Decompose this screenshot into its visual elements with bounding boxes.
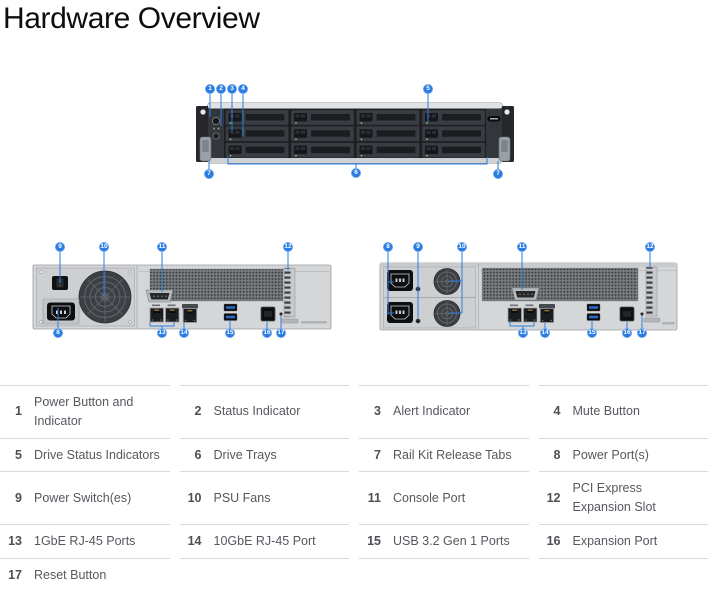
callout-badge: 1 xyxy=(205,84,215,94)
rear-view-single-psu-illustration xyxy=(32,264,332,330)
legend-number: 9 xyxy=(15,490,22,505)
legend-cell: 10 PSU Fans xyxy=(179,471,349,524)
legend-cell xyxy=(179,557,349,592)
legend-number: 14 xyxy=(187,533,202,548)
legend-cell: 17 Reset Button xyxy=(0,557,170,592)
callout-badge: 4 xyxy=(238,84,248,94)
callout-badge: 5 xyxy=(423,84,433,94)
psu-fan-icon xyxy=(78,270,132,324)
legend-label: Rail Kit Release Tabs xyxy=(393,447,512,462)
pcie-slot-icon xyxy=(643,266,661,323)
legend-number: 10 xyxy=(187,490,202,505)
power-button-icon xyxy=(211,116,221,126)
callout-badge: 6 xyxy=(351,168,361,178)
legend-label: Power Port(s) xyxy=(572,447,649,462)
power-switch-icon xyxy=(52,276,68,290)
legend-cell xyxy=(538,557,708,592)
legend-label: Console Port xyxy=(393,490,466,505)
legend-number: 7 xyxy=(374,447,381,462)
legend-table: 1 Power Button and Indicator 2 Status In… xyxy=(0,385,708,591)
tengbe-rj45-port-icon xyxy=(182,304,198,323)
legend-cell xyxy=(359,557,529,592)
legend-cell: 14 10GbE RJ-45 Port xyxy=(179,523,349,558)
callout-badge: 9 xyxy=(413,242,423,252)
callout-badge: 11 xyxy=(157,242,167,252)
callout-badge: 8 xyxy=(383,242,393,252)
console-port-icon xyxy=(511,287,540,301)
legend-label: Expansion Port xyxy=(572,533,658,548)
legend-cell: 11 Console Port xyxy=(359,471,529,524)
legend-number: 8 xyxy=(553,447,561,462)
legend-label: Drive Status Indicators xyxy=(34,447,160,462)
legend-cell: 7 Rail Kit Release Tabs xyxy=(359,437,529,472)
legend-cell: 3 Alert Indicator xyxy=(359,385,529,438)
legend-number: 13 xyxy=(8,533,22,548)
legend-number: 2 xyxy=(194,404,202,419)
legend-cell: 1 Power Button and Indicator xyxy=(0,385,170,438)
legend-number: 17 xyxy=(8,567,22,582)
legend-label: Reset Button xyxy=(34,567,107,582)
page-title: Hardware Overview xyxy=(3,2,260,35)
legend-cell: 9 Power Switch(es) xyxy=(0,471,170,524)
callout-badge: 9 xyxy=(55,242,65,252)
legend-number: 12 xyxy=(546,490,561,505)
pcie-slot-icon xyxy=(281,267,299,324)
expansion-port-icon xyxy=(260,306,276,322)
alert-indicator-icon xyxy=(217,127,220,130)
legend-label: Power Switch(es) xyxy=(34,490,132,505)
callout-badge: 3 xyxy=(227,84,237,94)
callout-badge: 12 xyxy=(645,242,655,252)
legend-label: PSU Fans xyxy=(213,490,271,505)
front-view-illustration xyxy=(196,102,514,164)
legend-cell: 2 Status Indicator xyxy=(179,385,349,438)
legend-number: 11 xyxy=(367,490,381,505)
legend-cell: 16 Expansion Port xyxy=(538,523,708,558)
vent-grid xyxy=(149,268,284,302)
callout-badge: 10 xyxy=(457,242,467,252)
callout-badge: 11 xyxy=(517,242,527,252)
legend-cell: 6 Drive Trays xyxy=(179,437,349,472)
legend-label: USB 3.2 Gen 1 Ports xyxy=(393,533,510,548)
legend-label: 1GbE RJ-45 Ports xyxy=(34,533,136,548)
usb-ports-icon xyxy=(586,303,601,321)
legend-label: 10GbE RJ-45 Port xyxy=(213,533,316,548)
status-indicator-icon xyxy=(213,127,215,130)
legend-label: Mute Button xyxy=(572,404,640,419)
legend-number: 16 xyxy=(546,533,561,548)
callout-badge: 2 xyxy=(216,84,226,94)
legend-label: Power Button and Indicator xyxy=(34,395,134,428)
power-inlet-icon xyxy=(42,298,80,325)
reset-button-icon xyxy=(279,312,283,316)
expansion-port-icon xyxy=(619,306,635,322)
legend-label: Alert Indicator xyxy=(393,404,471,419)
legend-label: Drive Trays xyxy=(213,447,277,462)
legend-label: PCI Express Expansion Slot xyxy=(572,481,656,514)
legend-cell: 15 USB 3.2 Gen 1 Ports xyxy=(359,523,529,558)
callout-badge: 7 xyxy=(493,169,503,179)
rear-view-redundant-psu-illustration xyxy=(379,262,678,331)
callout-badge: 10 xyxy=(99,242,109,252)
legend-label: Status Indicator xyxy=(213,404,301,419)
legend-cell: 12 PCI Express Expansion Slot xyxy=(538,471,708,524)
legend-cell: 4 Mute Button xyxy=(538,385,708,438)
legend-cell: 8 Power Port(s) xyxy=(538,437,708,472)
mute-button-icon xyxy=(212,132,220,140)
legend-cell: 5 Drive Status Indicators xyxy=(0,437,170,472)
console-port-icon xyxy=(145,289,174,303)
tengbe-rj45-port-icon xyxy=(539,304,555,323)
legend-cell: 13 1GbE RJ-45 Ports xyxy=(0,523,170,558)
legend-number: 4 xyxy=(553,404,561,419)
usb-ports-icon xyxy=(223,303,238,321)
legend-number: 6 xyxy=(194,447,202,462)
callout-badge: 12 xyxy=(283,242,293,252)
legend-number: 1 xyxy=(15,404,22,419)
legend-number: 3 xyxy=(374,404,381,419)
vent-grid xyxy=(481,267,639,302)
legend-number: 5 xyxy=(15,447,22,462)
reset-button-icon xyxy=(640,312,644,316)
callout-badge: 7 xyxy=(204,169,214,179)
legend-number: 15 xyxy=(367,533,381,548)
